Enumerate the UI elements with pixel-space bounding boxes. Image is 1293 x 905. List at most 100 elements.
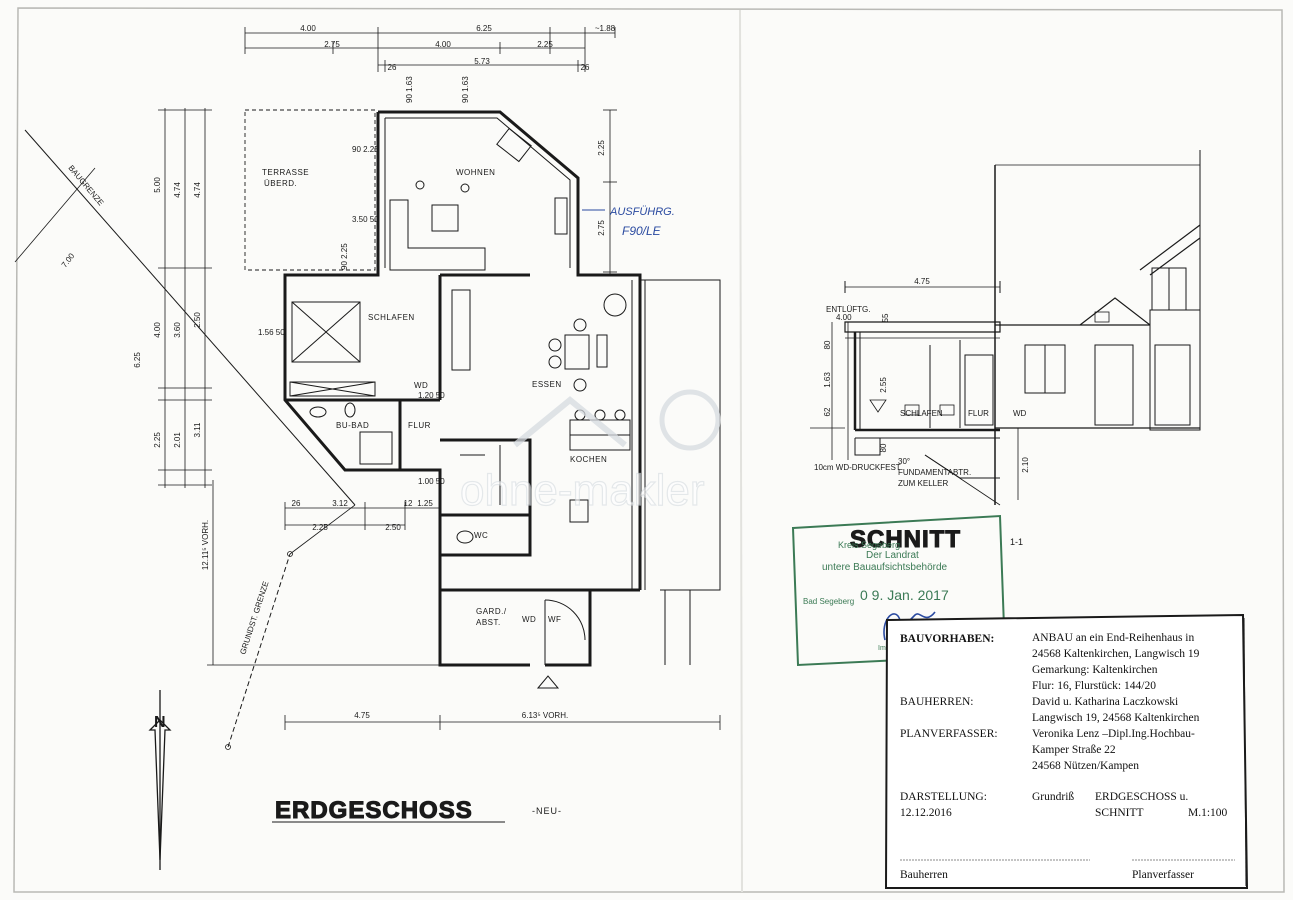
dim-vertical-side: 12.11⁵ VORH.	[201, 520, 210, 570]
title-block: BAUVORHABEN: ANBAU an ein End-Reihenhaus…	[884, 613, 1249, 889]
dim-top-5: 4.00	[435, 40, 451, 49]
dim-mid-6: 12	[404, 499, 413, 508]
tb-bauherren-line1: David u. Katharina Laczkowski	[1032, 696, 1178, 708]
section-texts: 4.75 ENTLÜFTG. 80 1.63 62 2.55 80 2.10 5…	[814, 277, 1030, 554]
tb-scale: M.1:100	[1188, 807, 1228, 819]
dim-top-9: 26	[581, 63, 590, 72]
watermark-text: ohne-makler	[460, 466, 705, 515]
section-dim-5: 80	[879, 443, 888, 452]
dim-window-4: 3.50 50	[352, 215, 379, 224]
dim-mid-1: 3.12	[332, 499, 348, 508]
dim-mid-4: 1.25	[417, 499, 433, 508]
section-dim-6: 2.10	[1021, 457, 1030, 473]
section-dim-top: 4.75	[914, 277, 930, 286]
section-label-wd: WD	[1013, 409, 1027, 418]
watermark: ohne-makler	[459, 389, 721, 516]
dim-left-5: 4.00	[153, 322, 162, 338]
dim-top-1: 4.00	[300, 24, 316, 33]
stamp-line3: untere Bauaufsichtsbehörde	[822, 562, 948, 573]
dim-left-3: 4.74	[193, 182, 202, 198]
section-dim-7: 55	[881, 313, 890, 322]
room-gard-line1: GARD./	[476, 607, 507, 616]
dim-window-6: 1.56 50	[258, 328, 285, 337]
room-wohnen: WOHNEN	[456, 168, 495, 177]
dim-left-1: 5.00	[153, 177, 162, 193]
section-label-fund-1: 30°	[898, 457, 910, 466]
room-bu-bad: BU-BAD	[336, 421, 369, 430]
room-schlafen: SCHLAFEN	[368, 313, 415, 322]
room-flur: FLUR	[408, 421, 431, 430]
dim-diagonal: 7.00	[60, 251, 77, 269]
north-label: N	[154, 714, 166, 731]
dim-window-8: 1.00 50	[418, 477, 445, 486]
dim-window-1: 90 1.63	[405, 76, 414, 103]
dim-left-10: 3.11	[193, 422, 202, 438]
dim-top-4: 2.75	[324, 40, 340, 49]
plan-title-suffix: -NEU-	[532, 806, 562, 816]
tb-bauherren-line2: Langwisch 19, 24568 Kaltenkirchen	[1032, 712, 1200, 724]
dim-left-4: 6.25	[133, 352, 142, 368]
tb-darstellung-date: 12.12.2016	[900, 807, 952, 819]
floor-plan	[14, 27, 721, 870]
dim-top-8: 5.73	[474, 57, 490, 66]
dim-top-2: 6.25	[476, 24, 492, 33]
dim-left-7: 2.50	[193, 312, 202, 328]
room-terrasse-line1: TERRASSE	[262, 168, 309, 177]
room-wf: WF	[548, 615, 561, 624]
stamp-line2: Der Landrat	[866, 550, 919, 561]
section-dim-8: 4.00	[836, 313, 852, 322]
section-label-flur: FLUR	[968, 409, 989, 418]
dim-left-9: 2.01	[173, 432, 182, 448]
tb-darstellung-grundriss: Grundriß	[1032, 791, 1074, 803]
tb-signature-bauherren: Bauherren	[900, 869, 948, 881]
tb-planverfasser-line3: 24568 Nützen/Kampen	[1032, 760, 1139, 772]
tb-bauvorhaben-label: BAUVORHABEN:	[900, 633, 994, 645]
dim-window-5: 90 2.25	[340, 243, 349, 270]
tb-bauvorhaben-line1: ANBAU an ein End-Reihenhaus in	[1032, 632, 1194, 644]
stamp-line1: Kreis Segeberg	[838, 540, 900, 550]
tb-darstellung-schnitt: SCHNITT	[1095, 807, 1144, 819]
plan-title: ERDGESCHOSS	[275, 797, 473, 824]
dim-right-2: 2.75	[597, 220, 606, 236]
dim-left-2: 4.74	[173, 182, 182, 198]
tb-darstellung-label: DARSTELLUNG:	[900, 791, 987, 803]
dim-window-7: 1.20 50	[418, 391, 445, 400]
dim-left-6: 3.60	[173, 322, 182, 338]
room-wc: WC	[474, 531, 488, 540]
dim-bottom-2: 6.13⁵ VORH.	[522, 711, 568, 720]
section-dim-3: 62	[823, 407, 832, 416]
plan-texts: 4.00 6.25 ~1.88 2.75 4.00 2.25 26 5.73 2…	[60, 24, 675, 825]
label-grundst-grenze: GRUNDST. GRENZE	[238, 580, 270, 655]
room-essen: ESSEN	[532, 380, 562, 389]
tb-planverfasser-line1: Veronika Lenz –Dipl.Ing.Hochbau-	[1032, 728, 1195, 740]
room-kochen: KOCHEN	[570, 455, 607, 464]
section-title: SCHNITT	[850, 526, 961, 553]
section-title-suffix: 1-1	[1010, 537, 1023, 547]
dim-top-7: 26	[388, 63, 397, 72]
section-dim-2: 1.63	[823, 372, 832, 388]
room-wd-flur: WD	[414, 381, 428, 390]
tb-darstellung-erdgeschoss: ERDGESCHOSS u.	[1095, 791, 1188, 803]
dim-window-2: 90 1.63	[461, 76, 470, 103]
stamp-city: Bad Segeberg	[803, 597, 854, 606]
label-baugrenze: BAUGRENZE	[66, 164, 105, 208]
stamp-date: 0 9. Jan. 2017	[860, 587, 949, 603]
handwritten-note-2: F90/LE	[622, 224, 662, 238]
dim-top-3: ~1.88	[595, 24, 616, 33]
tb-bauherren-label: BAUHERREN:	[900, 696, 973, 708]
room-wd-garage: WD	[522, 615, 536, 624]
dim-mid-3: 2.50	[385, 523, 401, 532]
room-gard-line2: ABST.	[476, 618, 501, 627]
tb-planverfasser-line2: Kamper Straße 22	[1032, 744, 1116, 756]
section-label-entlueftg: ENTLÜFTG.	[826, 305, 870, 314]
paper-edges	[13, 7, 1285, 893]
dim-mid-2: 2.25	[312, 523, 328, 532]
dim-right-1: 2.25	[597, 140, 606, 156]
section-drawing	[810, 150, 1201, 506]
dim-left-8: 2.25	[153, 432, 162, 448]
section-label-fund-2: FUNDAMENTABTR.	[898, 468, 971, 477]
dim-mid-5: 26	[292, 499, 301, 508]
section-label-schlafen: SCHLAFEN	[900, 409, 943, 418]
tb-bauvorhaben-line2: 24568 Kaltenkirchen, Langwisch 19	[1032, 648, 1200, 660]
